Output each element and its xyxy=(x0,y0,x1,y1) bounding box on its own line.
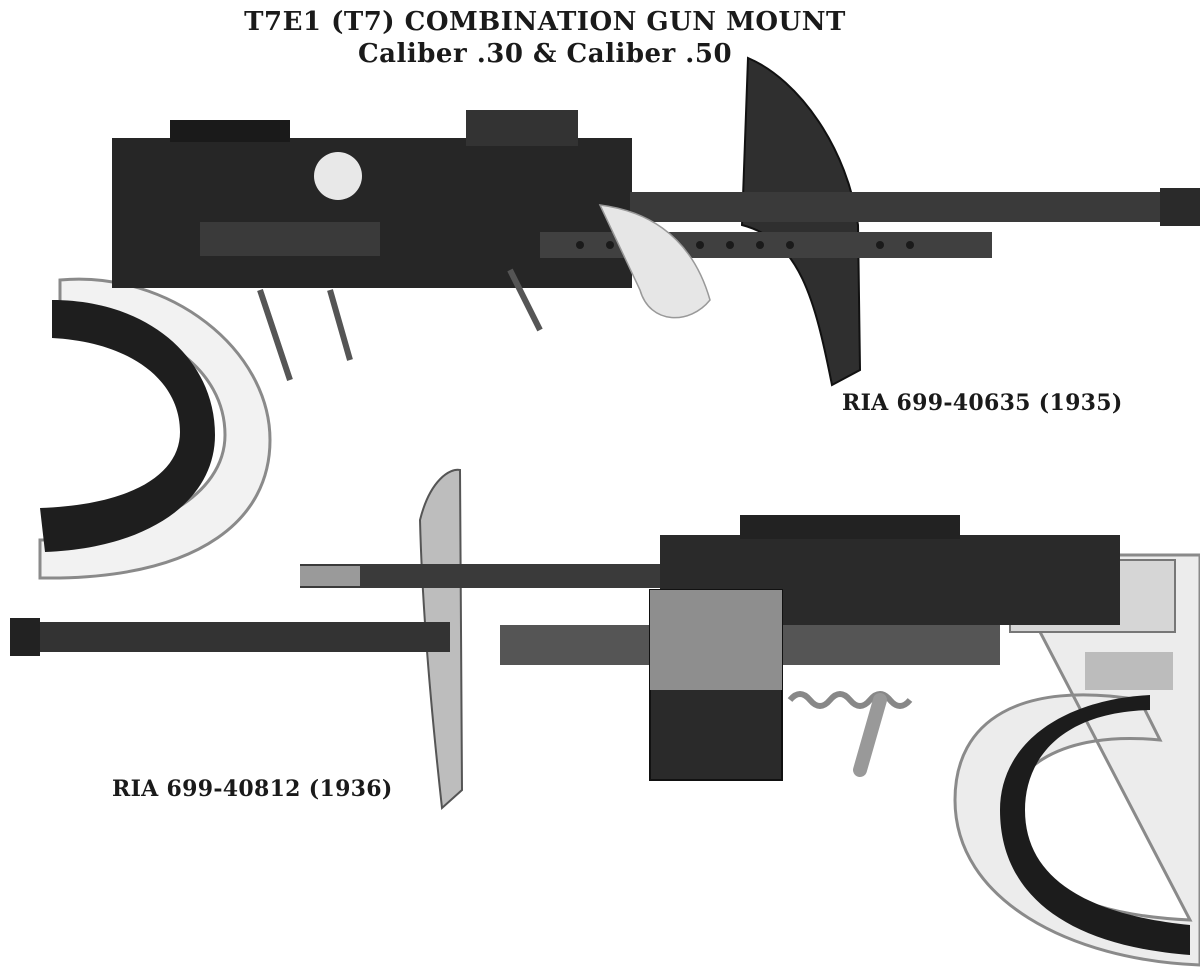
page-title: T7E1 (T7) COMBINATION GUN MOUNT Caliber … xyxy=(0,6,1090,70)
photo-caption-1935: RIA 699-40635 (1935) xyxy=(842,390,1123,416)
title-line-1: T7E1 (T7) COMBINATION GUN MOUNT xyxy=(244,7,846,37)
barrel-cal50-1935 xyxy=(630,192,1190,222)
receiver-1935 xyxy=(112,138,632,288)
barrel-cal50-1936 xyxy=(10,622,450,652)
title-line-2: Caliber .30 & Caliber .50 xyxy=(357,39,733,69)
photo-caption-1936: RIA 699-40812 (1936) xyxy=(112,776,393,802)
cradle-pad-1935 xyxy=(40,300,215,552)
cradle-arc-1935 xyxy=(38,277,272,580)
mount-1935-illustration xyxy=(38,56,1200,580)
cradle-pad-1936 xyxy=(1000,695,1190,955)
mount-1936-illustration xyxy=(10,468,1200,967)
